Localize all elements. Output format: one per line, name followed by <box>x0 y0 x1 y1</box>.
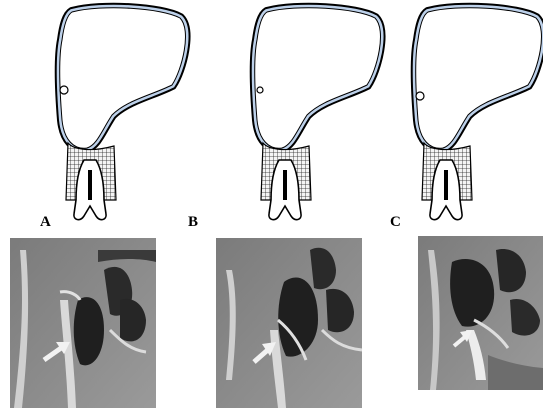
ct-image-a <box>10 238 156 408</box>
diagram-c <box>416 8 542 220</box>
ct-image-b <box>216 238 362 408</box>
diagram-b <box>255 8 381 220</box>
ct-image-c <box>418 236 543 390</box>
defect-marker-b <box>257 87 263 93</box>
defect-marker-c <box>416 92 424 100</box>
panel-label-b: B <box>188 214 198 231</box>
panel-label-a: A <box>40 214 51 231</box>
panel-label-c: C <box>390 214 401 231</box>
defect-marker-a <box>60 86 68 94</box>
diagram-a <box>60 8 186 220</box>
